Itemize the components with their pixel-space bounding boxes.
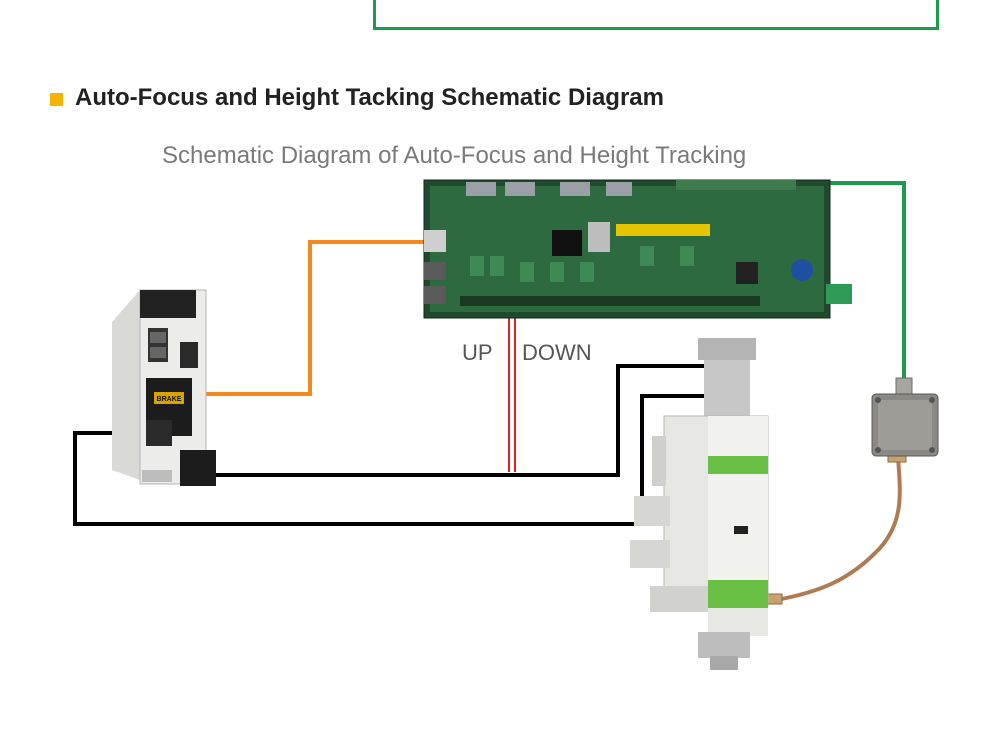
laser-cutting-head: [630, 338, 769, 670]
diagram-subtitle: Schematic Diagram of Auto-Focus and Heig…: [162, 142, 747, 169]
section-bullet-icon: [50, 93, 63, 106]
section-title: Auto-Focus and Height Tacking Schematic …: [75, 84, 664, 111]
control-board: [423, 179, 852, 319]
signal-amplifier: [871, 377, 939, 457]
servo-drive: BRAKE: [112, 289, 216, 486]
red-signal-wires: [508, 316, 516, 472]
top-frame-box: [373, 0, 939, 30]
coax-cable: [767, 451, 907, 605]
orange-wire: [196, 240, 432, 396]
label-up: UP: [462, 340, 493, 365]
label-down: DOWN: [522, 340, 592, 365]
green-wire: [812, 181, 906, 388]
brake-label: BRAKE: [157, 396, 182, 403]
